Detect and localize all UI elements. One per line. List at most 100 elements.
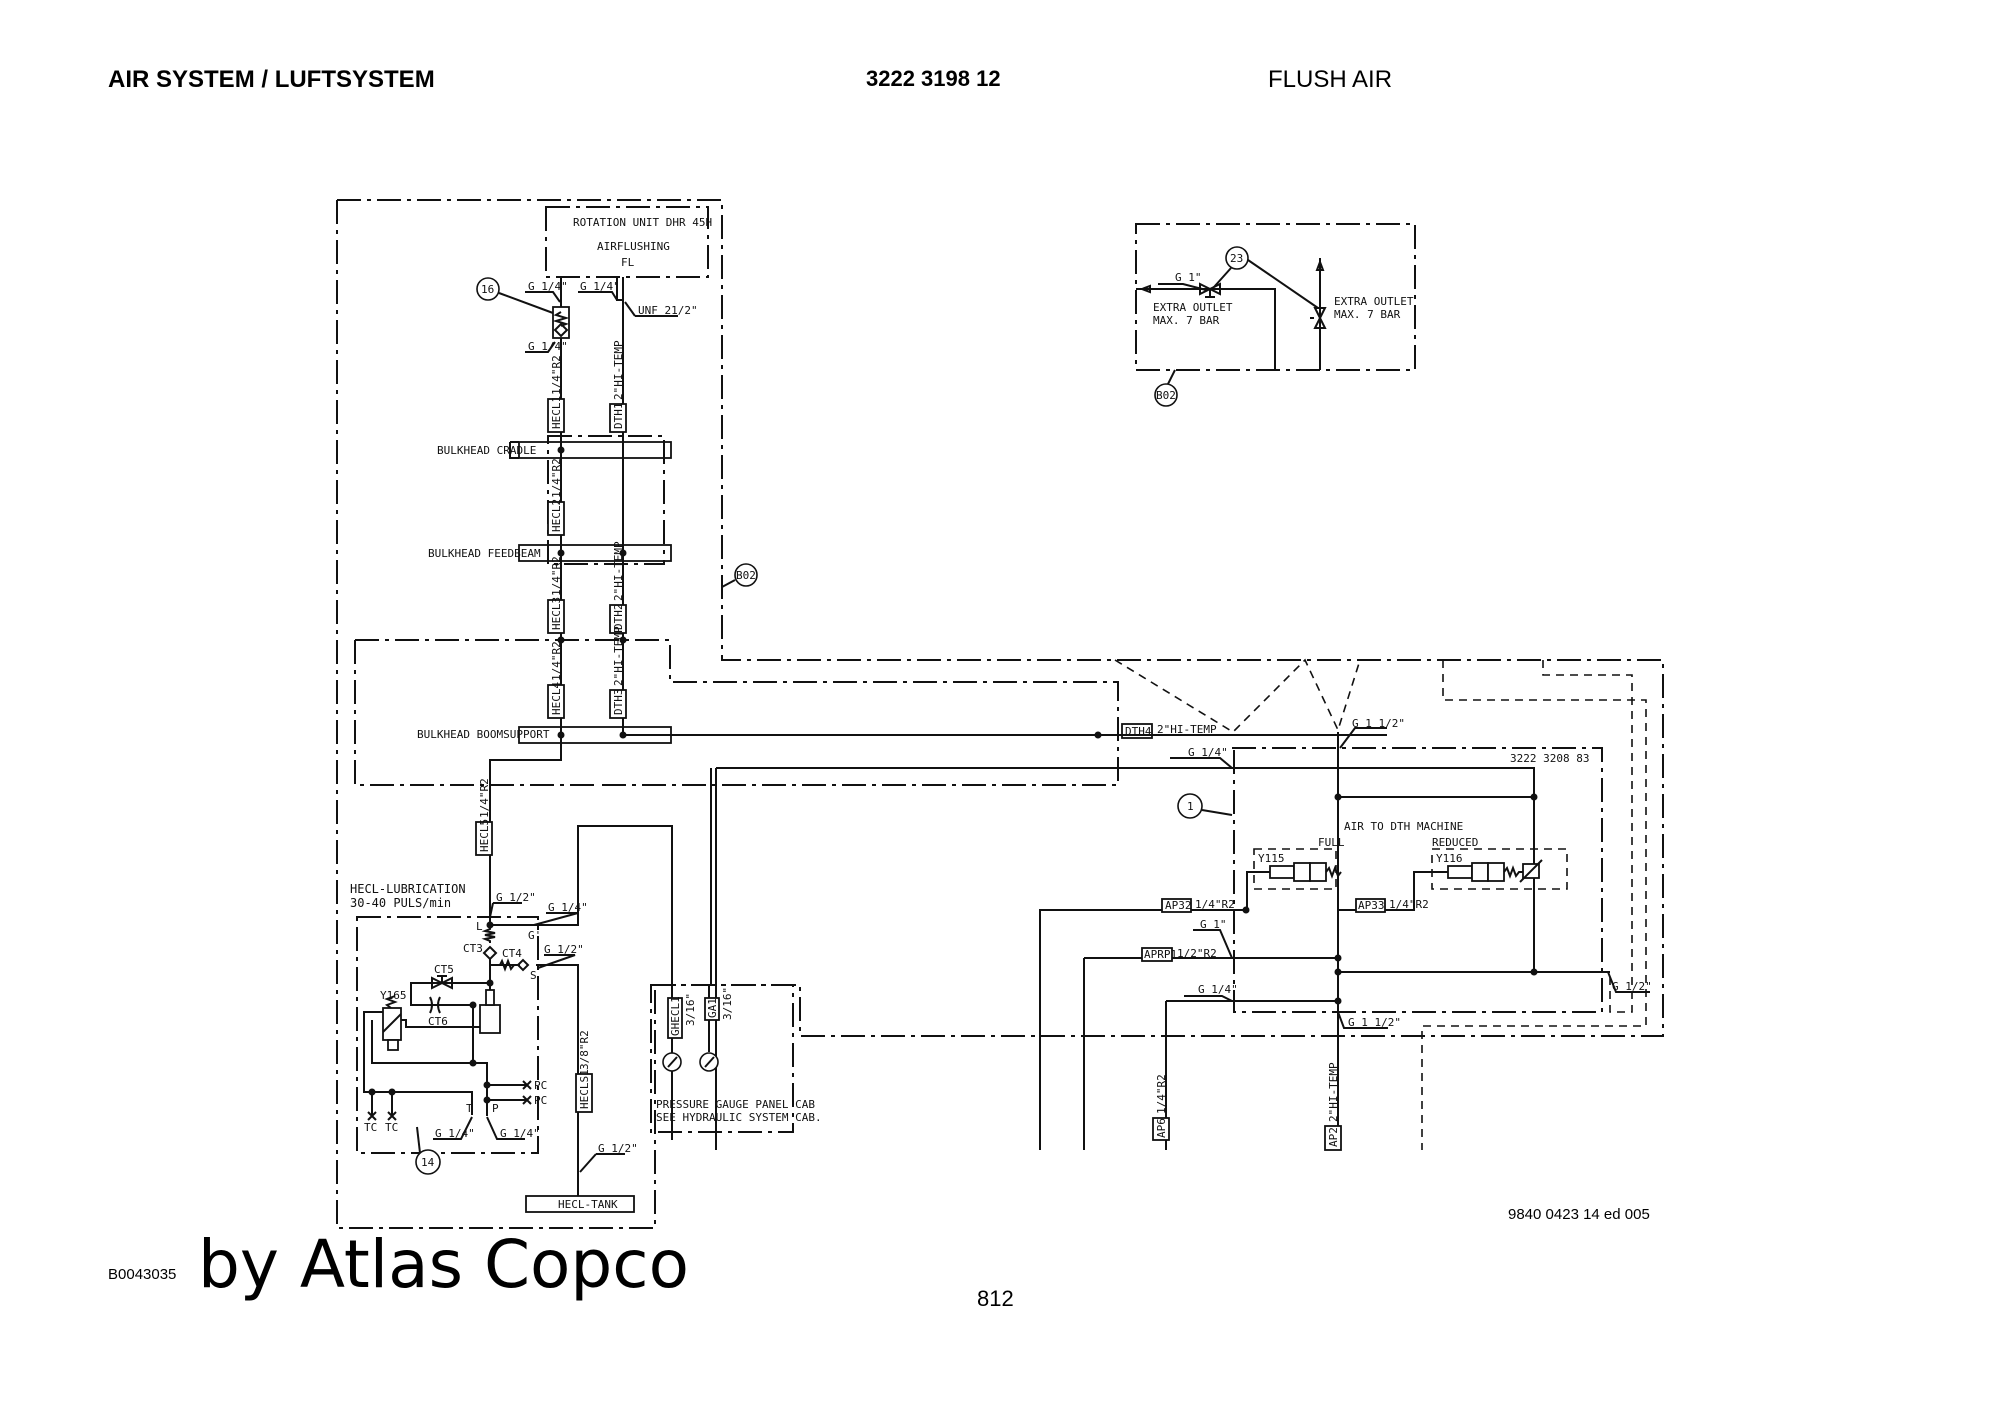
test-point-pc-2: PC: [534, 1094, 547, 1107]
fitting-tank: G 1/2": [598, 1142, 638, 1155]
hose-ga1-spec: 3/16": [721, 987, 734, 1020]
hose-ap33: AP33: [1358, 899, 1385, 912]
hose-dth4-spec: 2"HI-TEMP: [1157, 723, 1217, 736]
callout-b02-boom: B02: [721, 563, 758, 588]
fitting-lube-g: G 1/4": [548, 901, 588, 914]
hose-hecl2-spec: 1/4"R2: [550, 458, 563, 498]
component-ct6: CT6: [428, 1015, 448, 1028]
valve-reduced-label: REDUCED: [1432, 836, 1478, 849]
hose-ga1: GA1: [706, 998, 719, 1018]
brand-watermark: by Atlas Copco: [198, 1226, 689, 1303]
rotation-unit-subtitle: AIRFLUSHING: [597, 240, 670, 253]
hose-hecl3-spec: 1/4"R2: [550, 556, 563, 596]
valve-full-label: FULL: [1318, 836, 1345, 849]
callout-23-text: 23: [1230, 252, 1243, 265]
dth-line: [616, 277, 1102, 739]
hose-hecl5: HECL5: [478, 819, 491, 852]
hose-dth1-spec: 2"HI-TEMP: [612, 340, 625, 400]
hose-ap2-spec: 2"HI-TEMP: [1327, 1062, 1340, 1122]
hose-ghecl1: GHECL1: [669, 996, 682, 1036]
component-y165: Y165: [380, 989, 407, 1002]
valve-y116-id: Y116: [1436, 852, 1463, 865]
hose-hecl1-spec: 1/4"R2: [550, 355, 563, 395]
component-ct5: CT5: [434, 963, 454, 976]
hose-hecl3: HECL3: [550, 597, 563, 630]
hose-dth3: DTH3: [612, 689, 625, 716]
hose-hecl4: HECL4: [550, 682, 563, 715]
port-p: P: [492, 1102, 499, 1115]
port-t: T: [466, 1102, 473, 1115]
test-point-tc-2: TC: [385, 1121, 398, 1134]
fitting-g112-bottom: G 1 1/2": [1348, 1016, 1401, 1029]
component-ct4: CT4: [502, 947, 522, 960]
right-return-lines: [1421, 660, 1647, 1150]
callout-b02-text: B02: [736, 569, 756, 582]
fitting-lube-s: G 1/2": [544, 943, 584, 956]
fitting-g12-right: G 1/2": [1612, 980, 1652, 993]
image-code: B0043035: [108, 1266, 177, 1283]
hose-hecl2: HECL2: [550, 499, 563, 532]
callout-b02-extra-text: B02: [1156, 389, 1176, 402]
callout-16-text: 16: [481, 283, 494, 296]
bulkheads: BULKHEAD CRADLE BULKHEAD FEEDBEAM BULKHE…: [417, 435, 672, 744]
gauge-panel-note: SEE HYDRAULIC SYSTEM CAB.: [656, 1111, 822, 1124]
hose-ap32-spec: 1/4"R2: [1195, 898, 1235, 911]
hose-ap33-spec: 1/4"R2: [1389, 898, 1429, 911]
hose-ap2: AP2: [1327, 1127, 1340, 1147]
bottom-hose-tags: AP6 1/4"R2 AP2 2"HI-TEMP: [1152, 1062, 1342, 1151]
extra-outlet-fitting: G 1": [1175, 271, 1202, 284]
extra-outlet-right-pressure: MAX. 7 BAR: [1334, 308, 1401, 321]
valve-y115-id: Y115: [1258, 852, 1285, 865]
port-s: S: [530, 969, 537, 982]
fitting-unf: UNF 21/2": [638, 304, 698, 317]
hose-hecls1-spec: 3/8"R2: [578, 1030, 591, 1070]
gauge-panel-label: PRESSURE GAUGE PANEL CAB: [656, 1098, 815, 1111]
fitting-g14-lower: G 1/4": [528, 340, 568, 353]
drawing-reference: 9840 0423 14 ed 005: [1508, 1206, 1650, 1223]
hose-hecl5-spec: 1/4"R2: [478, 778, 491, 818]
extra-outlet-right-label: EXTRA OUTLET: [1334, 295, 1414, 308]
document-number: 3222 3198 12: [866, 66, 1001, 91]
fitting-g14-module: G 1/4": [1188, 746, 1228, 759]
port-g: G': [528, 929, 541, 942]
hose-dth1: DTH1: [612, 403, 625, 430]
test-point-pc-1: PC: [534, 1079, 547, 1092]
hose-ap32: AP32: [1165, 899, 1192, 912]
bulkhead-feedbeam-label: BULKHEAD FEEDBEAM: [428, 547, 541, 560]
hecl-line: [489, 277, 570, 918]
callout-1-text: 1: [1187, 800, 1194, 813]
extra-outlets: G 1" EXTRA OUTLET MAX. 7 BAR EXTRA OUTLE…: [1135, 223, 1416, 407]
fitting-g112-top: G 1 1/2": [1352, 717, 1405, 730]
air-module: 3222 3208 83 G 1/4" AIR TO DTH MACHINE 1…: [715, 746, 1652, 1150]
hose-dth2: DTH2: [612, 604, 625, 631]
lubrication-title: HECL-LUBRICATION: [350, 882, 466, 896]
hose-ap6: AP6: [1155, 1118, 1168, 1138]
page-number: 812: [977, 1286, 1014, 1311]
fitting-labels-top: G 1/4" G 1/4" UNF 21/2" G 1/4": [525, 280, 698, 353]
fitting-g14-top-left: G 1/4": [528, 280, 568, 293]
pressure-gauge-panel: GHECL1 3/16" GA1 3/16" PRESSURE GAUGE PA…: [650, 768, 822, 1133]
component-ct3: CT3: [463, 942, 483, 955]
hose-dth3-spec: 2"HI-TEMP: [612, 626, 625, 686]
page-title: AIR SYSTEM / LUFTSYSTEM: [108, 66, 435, 93]
hose-aprp1-spec: 1/2"R2: [1177, 947, 1217, 960]
lubrication-system: HECL-LUBRICATION 30-40 PULS/min L G' S G…: [350, 825, 673, 1213]
extra-outlet-left-pressure: MAX. 7 BAR: [1153, 314, 1220, 327]
fitting-g14-top-right: G 1/4": [580, 280, 620, 293]
rotation-unit-title: ROTATION UNIT DHR 45H: [573, 216, 712, 229]
fitting-g1-module: G 1": [1200, 918, 1227, 931]
fitting-lube-in: G 1/2": [496, 891, 536, 904]
section-title: FLUSH AIR: [1268, 66, 1393, 93]
boom-boundary: [336, 199, 1664, 1229]
hose-hecls1: HECLS1: [578, 1069, 591, 1109]
fitting-g14-ap6: G 1/4": [1198, 983, 1238, 996]
lubrication-rate: 30-40 PULS/min: [350, 896, 451, 910]
bulkhead-cradle-label: BULKHEAD CRADLE: [437, 444, 536, 457]
dth4-hose: DTH4 2"HI-TEMP G 1 1/2": [1098, 658, 1405, 1150]
rotation-unit-box: ROTATION UNIT DHR 45H AIRFLUSHING FL: [545, 206, 712, 278]
hose-dth4: DTH4: [1125, 725, 1152, 738]
hecl-tank: HECL-TANK: [558, 1198, 618, 1211]
port-l: L: [476, 920, 483, 933]
callout-14-text: 14: [421, 1156, 435, 1169]
